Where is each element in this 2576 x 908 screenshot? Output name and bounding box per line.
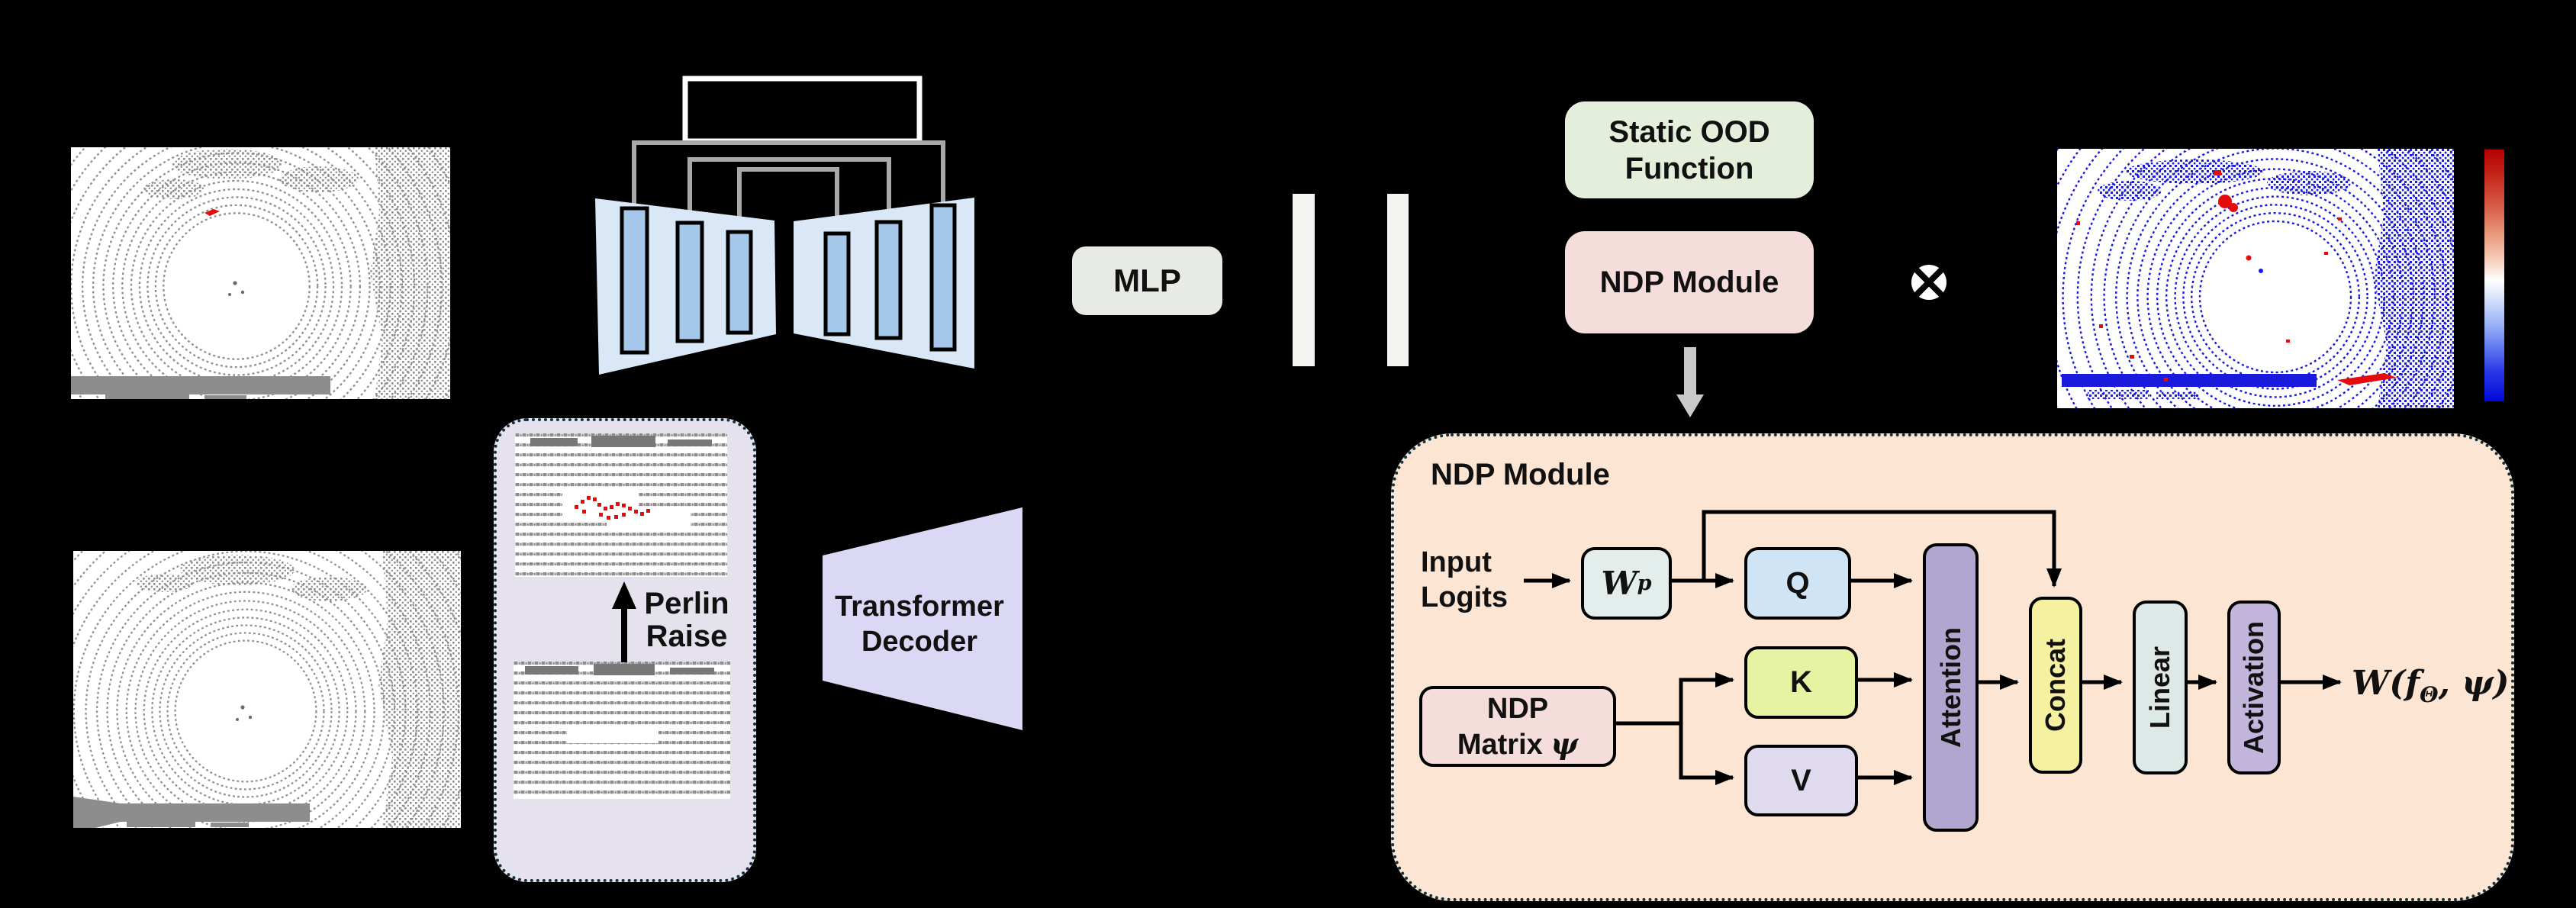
skip-connection-lines [632, 140, 945, 233]
lidar-output-heatmap-image [2057, 149, 2454, 408]
attention-label: Attention [1934, 627, 1966, 748]
v-label: V [1791, 763, 1811, 797]
ndp-matrix-line2: Matrix [1457, 728, 1543, 761]
mlp-label: MLP [1113, 262, 1181, 298]
perlin-source-patch-image [514, 662, 730, 799]
top-rectangle [682, 76, 923, 144]
q-box: Q [1744, 547, 1851, 620]
input-logits-label: Input Logits [1421, 545, 1508, 615]
linear-label: Linear [2144, 646, 2176, 729]
perlin-up-arrow-icon [612, 581, 636, 662]
output-suffix: , ψ) [2438, 664, 2510, 703]
static-ood-box: Static OOD Function [1565, 101, 1814, 198]
output-sub: Θ [2420, 681, 2439, 707]
ndp-matrix-box: NDP Matrix ψ [1419, 686, 1616, 767]
v-box: V [1744, 745, 1858, 816]
concat-box: Concat [2029, 597, 2082, 774]
colorbar [2484, 150, 2504, 401]
transformer-decoder-trapezoid [823, 507, 1022, 730]
logit-bar-2 [1387, 194, 1409, 366]
attention-box: Attention [1923, 543, 1979, 832]
ndp-arrows [1524, 510, 2343, 785]
q-label: Q [1785, 566, 1810, 600]
transformer-decoder-label: Transformer Decoder [828, 589, 1011, 659]
wp-sub: p [1637, 572, 1652, 595]
input-logits-line1: Input [1421, 546, 1492, 578]
output-formula: W(fΘ, ψ) [2352, 664, 2509, 707]
perlin-raised-patch-image [515, 433, 727, 577]
concat-label: Concat [2040, 638, 2072, 733]
activation-box: Activation [2227, 601, 2281, 774]
feature-bars [620, 203, 957, 355]
multiply-icon [1911, 265, 1946, 300]
transformer-line1: Transformer [835, 591, 1004, 623]
linear-box: Linear [2133, 601, 2188, 774]
transformer-line2: Decoder [861, 626, 978, 658]
logit-bar-1 [1293, 194, 1315, 366]
perlin-line1: Perlin [644, 586, 729, 620]
anomaly-marks-red [2076, 170, 2397, 385]
ndp-module-small-label: NDP Module [1599, 265, 1779, 299]
static-ood-line1: Static OOD [1608, 114, 1770, 149]
ndp-matrix-line1: NDP [1486, 692, 1549, 725]
wp-label: W [1601, 565, 1637, 602]
anomaly-mark-red [204, 209, 220, 216]
lidar-input-image-top [71, 147, 450, 399]
ndp-matrix-psi: ψ [1550, 726, 1579, 761]
gray-block-arrow-down-icon [1676, 347, 1704, 417]
perlin-raise-label: Perlin Raise [641, 586, 733, 653]
mlp-box: MLP [1072, 246, 1222, 315]
activation-label: Activation [2238, 620, 2269, 755]
output-prefix: W(f [2352, 664, 2420, 703]
ndp-module-small-box: NDP Module [1565, 231, 1814, 333]
perlin-line2: Raise [646, 619, 728, 653]
lidar-input-image-bottom [73, 551, 461, 828]
k-box: K [1744, 646, 1858, 719]
ndp-panel-title: NDP Module [1431, 458, 1610, 491]
perlin-anomaly-red-dots [575, 496, 650, 520]
static-ood-line2: Function [1624, 151, 1754, 185]
input-logits-line2: Logits [1421, 581, 1508, 613]
encoder-decoder-diagram [595, 76, 974, 375]
k-label: K [1790, 665, 1812, 699]
